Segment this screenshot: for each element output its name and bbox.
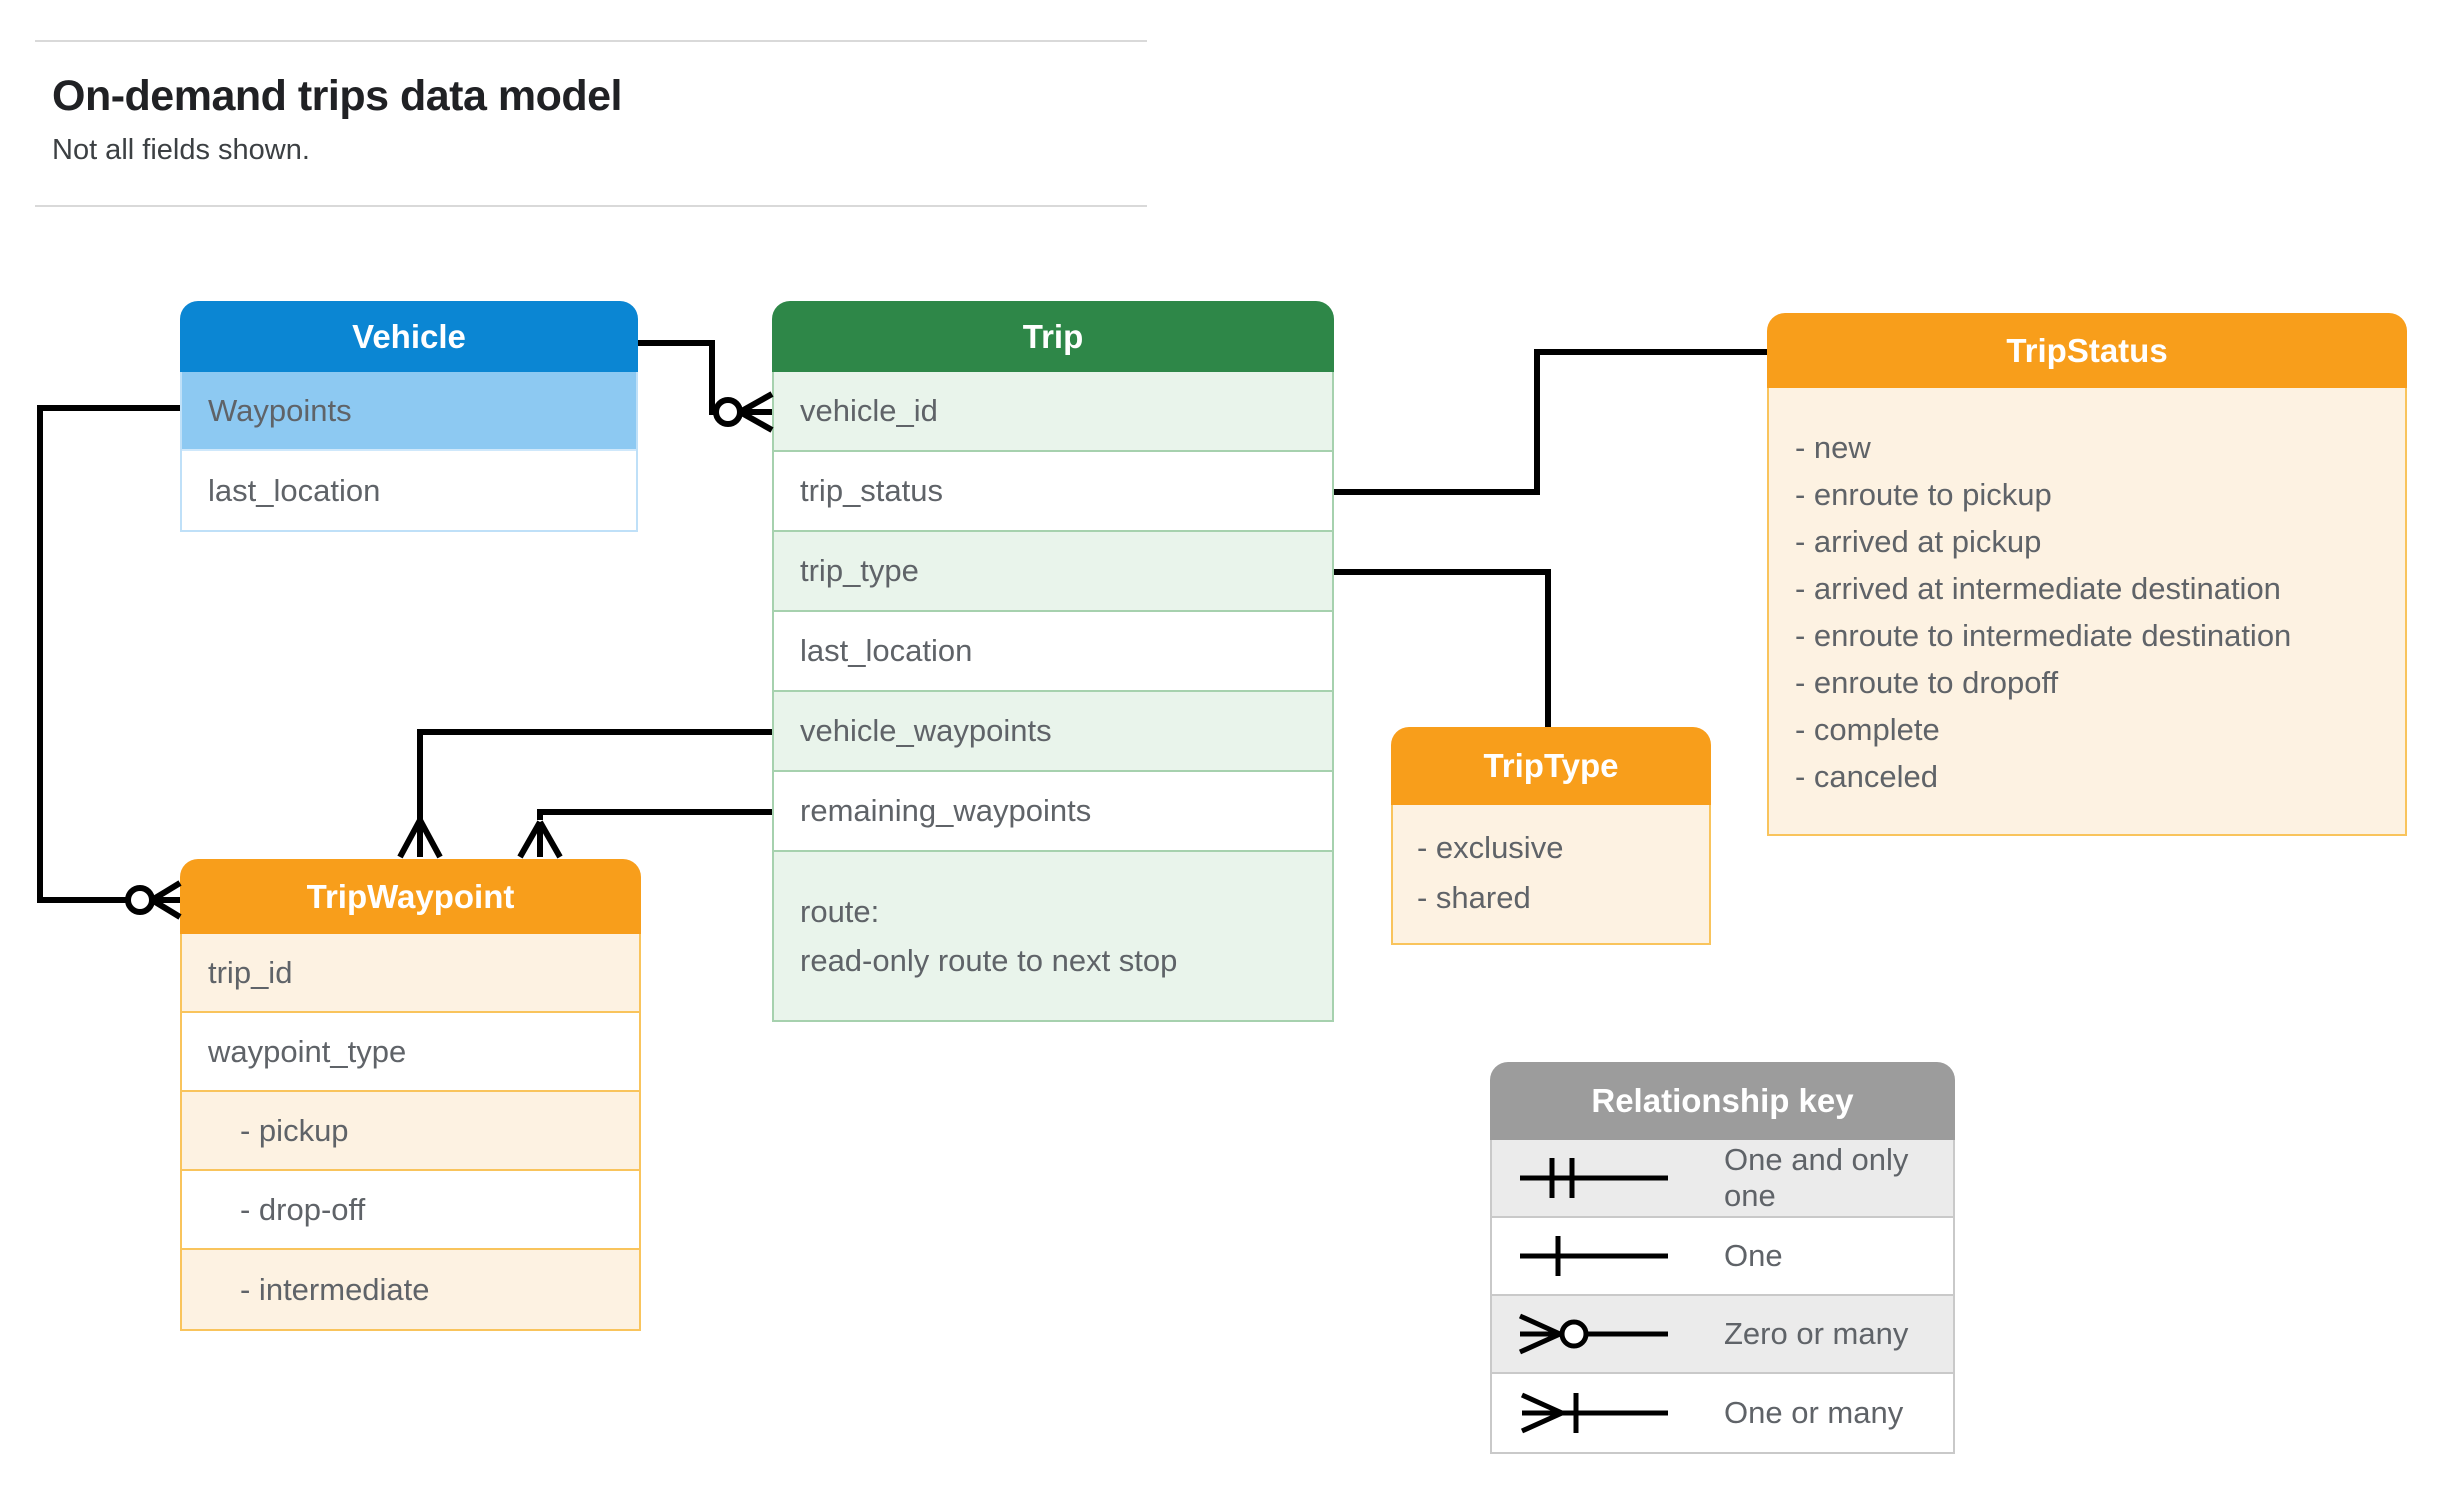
trip-field-vehicle-id: vehicle_id [774,372,1332,452]
connector-trip-type-to-trip-type [1334,569,1551,727]
field-label: trip_type [800,553,919,588]
entity-trip-status-title: TripStatus [1767,313,2407,388]
legend-row-one-or-many: One or many [1492,1374,1953,1452]
field-label: route: [800,894,880,929]
zero-or-many-icon [1514,1306,1724,1362]
legend-row-one-and-only-one: One and only one [1492,1140,1953,1218]
trip-field-trip-type: trip_type [774,532,1332,612]
entity-trip-type-body: - exclusive - shared [1391,805,1711,945]
legend-row-zero-or-many: Zero or many [1492,1296,1953,1374]
trip-waypoint-field-waypoint-type: waypoint_type [182,1013,639,1092]
trip-field-route: route: read-only route to next stop [774,852,1332,1020]
legend-label: One or many [1724,1395,1904,1430]
relationship-key-title: Relationship key [1490,1062,1955,1140]
enum-value: - exclusive [1417,830,1564,865]
entity-trip-waypoint-body: trip_id waypoint_type - pickup - drop-of… [180,934,641,1331]
vehicle-field-last-location: last_location [182,451,636,530]
vehicle-field-waypoints: Waypoints [182,372,636,451]
connector-vehicle-waypoints-field-to-trip-waypoint [397,729,772,859]
enum-value: - drop-off [240,1191,366,1227]
entity-trip: Trip vehicle_id trip_status trip_type la… [772,301,1334,1022]
trip-field-remaining-waypoints: remaining_waypoints [774,772,1332,852]
field-label: Waypoints [208,392,352,428]
enum-value: - canceled [1795,759,1939,794]
enum-value: - arrived at intermediate destination [1795,571,2281,606]
entity-trip-title: Trip [772,301,1334,372]
trip-field-vehicle-waypoints: vehicle_waypoints [774,692,1332,772]
legend-label: Zero or many [1724,1316,1909,1351]
connector-vehicle-to-trip [638,340,774,433]
one-or-many-icon [1514,1385,1724,1441]
entity-vehicle-title: Vehicle [180,301,638,372]
waypoint-type-value-pickup: - pickup [182,1092,639,1171]
field-label: trip_status [800,473,944,508]
field-label: remaining_waypoints [800,793,1092,828]
one-and-only-one-icon [1514,1150,1724,1206]
enum-value: - enroute to dropoff [1795,665,2059,700]
field-label: last_location [208,472,381,508]
header-divider [35,205,1147,207]
entity-trip-status: TripStatus - new - enroute to pickup - a… [1767,313,2407,836]
field-label: vehicle_id [800,393,938,428]
trip-field-trip-status: trip_status [774,452,1332,532]
field-label: last_location [800,633,973,668]
entity-trip-body: vehicle_id trip_status trip_type last_lo… [772,372,1334,1022]
relationship-key: Relationship key One and only one [1490,1062,1955,1454]
legend-label: One and only one [1724,1142,1909,1213]
entity-trip-type-title: TripType [1391,727,1711,805]
enum-value: - intermediate [240,1271,430,1307]
entity-vehicle-body: Waypoints last_location [180,372,638,532]
enum-value: - arrived at pickup [1795,524,2042,559]
field-label: vehicle_waypoints [800,713,1052,748]
field-description: read-only route to next stop [800,943,1178,978]
entity-trip-waypoint-title: TripWaypoint [180,859,641,934]
enum-value: - complete [1795,712,1940,747]
entity-trip-type: TripType - exclusive - shared [1391,727,1711,945]
connector-trip-status-to-trip-status [1334,349,1767,495]
connector-vehicle-waypoints-to-trip-waypoint [37,405,182,920]
trip-status-values: - new - enroute to pickup - arrived at p… [1769,388,2405,834]
trip-waypoint-field-trip-id: trip_id [182,934,639,1013]
relationship-key-body: One and only one One [1490,1140,1955,1454]
enum-value: - shared [1417,880,1531,915]
enum-value: - enroute to pickup [1795,477,2052,512]
page-subtitle: Not all fields shown. [52,134,310,166]
legend-row-one: One [1492,1218,1953,1296]
field-label: waypoint_type [208,1033,407,1069]
one-icon [1514,1228,1724,1284]
connector-remaining-waypoints-field-to-trip-waypoint [517,809,772,859]
waypoint-type-value-drop-off: - drop-off [182,1171,639,1250]
trip-type-values: - exclusive - shared [1393,805,1709,943]
top-divider [35,40,1147,42]
waypoint-type-value-intermediate: - intermediate [182,1250,639,1329]
legend-label: One [1724,1238,1783,1273]
field-label: trip_id [208,954,293,990]
entity-trip-status-body: - new - enroute to pickup - arrived at p… [1767,388,2407,836]
page-title: On-demand trips data model [52,72,622,120]
enum-value: - pickup [240,1112,349,1148]
enum-value: - enroute to intermediate destination [1795,618,2292,653]
entity-trip-waypoint: TripWaypoint trip_id waypoint_type - pic… [180,859,641,1331]
enum-value: - new [1795,430,1871,465]
trip-field-last-location: last_location [774,612,1332,692]
entity-vehicle: Vehicle Waypoints last_location [180,301,638,532]
